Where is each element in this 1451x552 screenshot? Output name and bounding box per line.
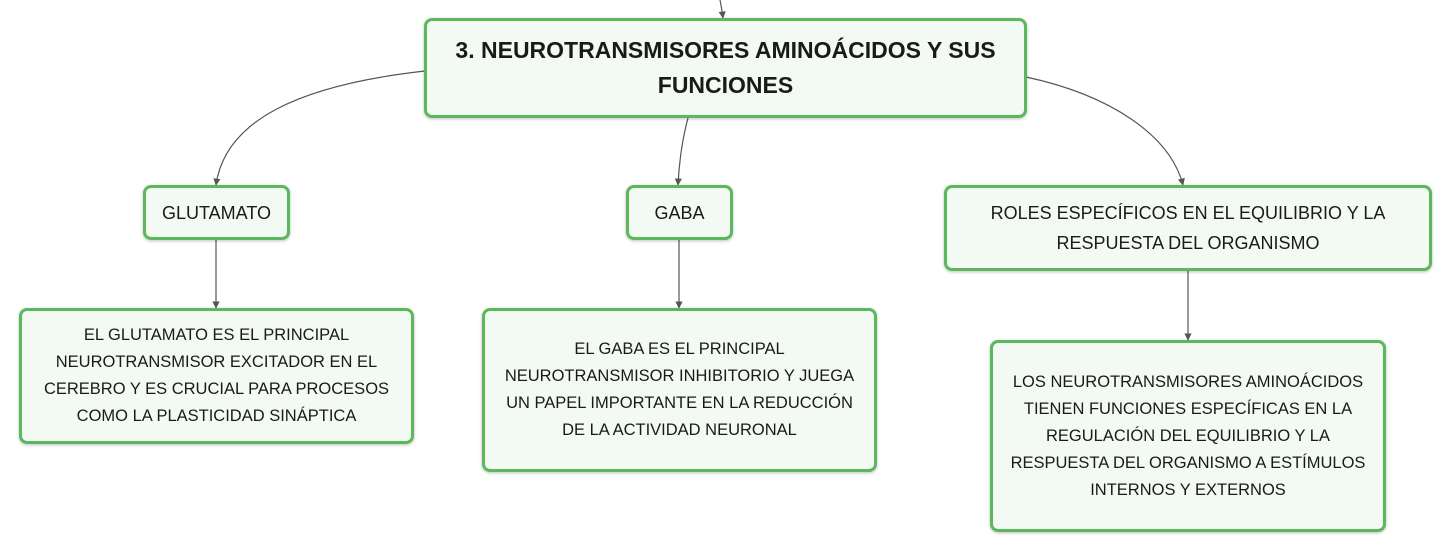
root-node-label: 3. NEUROTRANSMISORES AMINOÁCIDOS Y SUS F… — [455, 37, 996, 98]
topic-node-roles[interactable]: ROLES ESPECÍFICOS EN EL EQUILIBRIO Y LA … — [944, 185, 1432, 271]
detail-node-gaba[interactable]: EL GABA ES EL PRINCIPAL NEUROTRANSMISOR … — [482, 308, 877, 472]
root-node[interactable]: 3. NEUROTRANSMISORES AMINOÁCIDOS Y SUS F… — [424, 18, 1027, 118]
detail-node-text: LOS NEUROTRANSMISORES AMINOÁCIDOS TIENEN… — [1010, 372, 1366, 499]
topic-node-label: GABA — [654, 202, 705, 223]
detail-node-text: EL GLUTAMATO ES EL PRINCIPAL NEUROTRANSM… — [43, 326, 390, 425]
topic-node-gaba[interactable]: GABA — [626, 185, 733, 240]
connector-root-roles — [1025, 76, 1185, 186]
detail-node-roles[interactable]: LOS NEUROTRANSMISORES AMINOÁCIDOS TIENEN… — [990, 340, 1386, 532]
topic-node-glutamato[interactable]: GLUTAMATO — [143, 185, 290, 240]
detail-node-glutamato[interactable]: EL GLUTAMATO ES EL PRINCIPAL NEUROTRANSM… — [19, 308, 414, 444]
detail-node-text: EL GABA ES EL PRINCIPAL NEUROTRANSMISOR … — [504, 340, 855, 439]
connector-root-gaba — [674, 117, 689, 186]
topic-node-label: ROLES ESPECÍFICOS EN EL EQUILIBRIO Y LA … — [990, 203, 1386, 253]
topic-node-label: GLUTAMATO — [161, 202, 271, 223]
connector-incoming-root — [718, 0, 726, 19]
connector-root-glutamato — [213, 70, 426, 186]
